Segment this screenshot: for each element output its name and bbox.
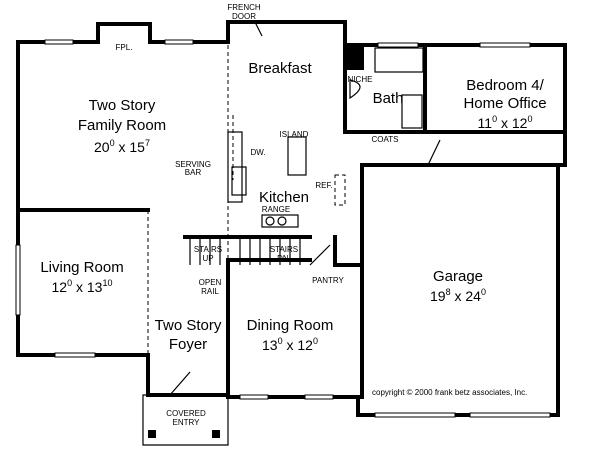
svg-text:FPL.: FPL. xyxy=(116,43,133,52)
room-bedroom: Bedroom 4/ Home Office 110 x 120 xyxy=(463,77,546,131)
svg-text:COVERED: COVERED xyxy=(166,409,206,418)
svg-text:REF.: REF. xyxy=(315,181,332,190)
room-breakfast: Breakfast xyxy=(248,60,312,77)
svg-text:198 x 240: 198 x 240 xyxy=(430,287,486,304)
svg-text:UP: UP xyxy=(202,254,213,263)
svg-text:DW.: DW. xyxy=(250,148,265,157)
svg-text:ISLAND: ISLAND xyxy=(280,130,309,139)
svg-text:SERVING: SERVING xyxy=(175,160,211,169)
svg-text:BAR: BAR xyxy=(185,168,202,177)
svg-text:Home Office: Home Office xyxy=(463,95,546,112)
room-living: Living Room 120 x 1310 xyxy=(40,259,123,295)
room-family: Two Story Family Room 200 x 157 xyxy=(78,97,166,155)
svg-text:200 x 157: 200 x 157 xyxy=(94,138,150,155)
svg-text:110 x 120: 110 x 120 xyxy=(478,114,533,131)
room-bath: Bath xyxy=(373,90,404,107)
svg-text:Two Story: Two Story xyxy=(155,317,222,334)
svg-text:120 x 1310: 120 x 1310 xyxy=(52,278,113,295)
svg-text:FRENCH: FRENCH xyxy=(227,3,261,12)
svg-text:ENTRY: ENTRY xyxy=(173,418,201,427)
svg-text:COATS: COATS xyxy=(372,135,399,144)
svg-text:STAIRS: STAIRS xyxy=(270,245,298,254)
svg-text:Garage: Garage xyxy=(433,268,483,285)
fixtures xyxy=(142,21,441,446)
annotations: FPL. FRENCH DOOR NICHE COATS ISLAND DW. … xyxy=(116,3,399,427)
svg-text:Living Room: Living Room xyxy=(40,259,123,276)
svg-text:STAIRS: STAIRS xyxy=(194,245,222,254)
room-dining: Dining Room 130 x 120 xyxy=(247,317,334,353)
svg-text:130 x 120: 130 x 120 xyxy=(262,336,318,353)
svg-text:Dining Room: Dining Room xyxy=(247,317,334,334)
svg-text:Bedroom 4/: Bedroom 4/ xyxy=(466,77,544,94)
svg-text:OPEN: OPEN xyxy=(199,278,222,287)
svg-text:RAIL: RAIL xyxy=(201,287,219,296)
svg-text:Two Story: Two Story xyxy=(89,97,156,114)
svg-text:Family Room: Family Room xyxy=(78,117,166,134)
room-kitchen: Kitchen xyxy=(259,189,309,206)
svg-text:DOOR: DOOR xyxy=(232,12,256,21)
svg-text:PANTRY: PANTRY xyxy=(312,276,344,285)
room-garage: Garage 198 x 240 xyxy=(430,268,486,304)
svg-text:DN.: DN. xyxy=(277,254,291,263)
svg-text:Foyer: Foyer xyxy=(169,336,207,353)
svg-text:NICHE: NICHE xyxy=(348,75,373,84)
room-foyer: Two Story Foyer xyxy=(155,317,222,353)
svg-text:RANGE: RANGE xyxy=(262,205,290,214)
windows xyxy=(15,39,551,418)
copyright-notice: copyright © 2000 frank betz associates, … xyxy=(372,388,527,397)
